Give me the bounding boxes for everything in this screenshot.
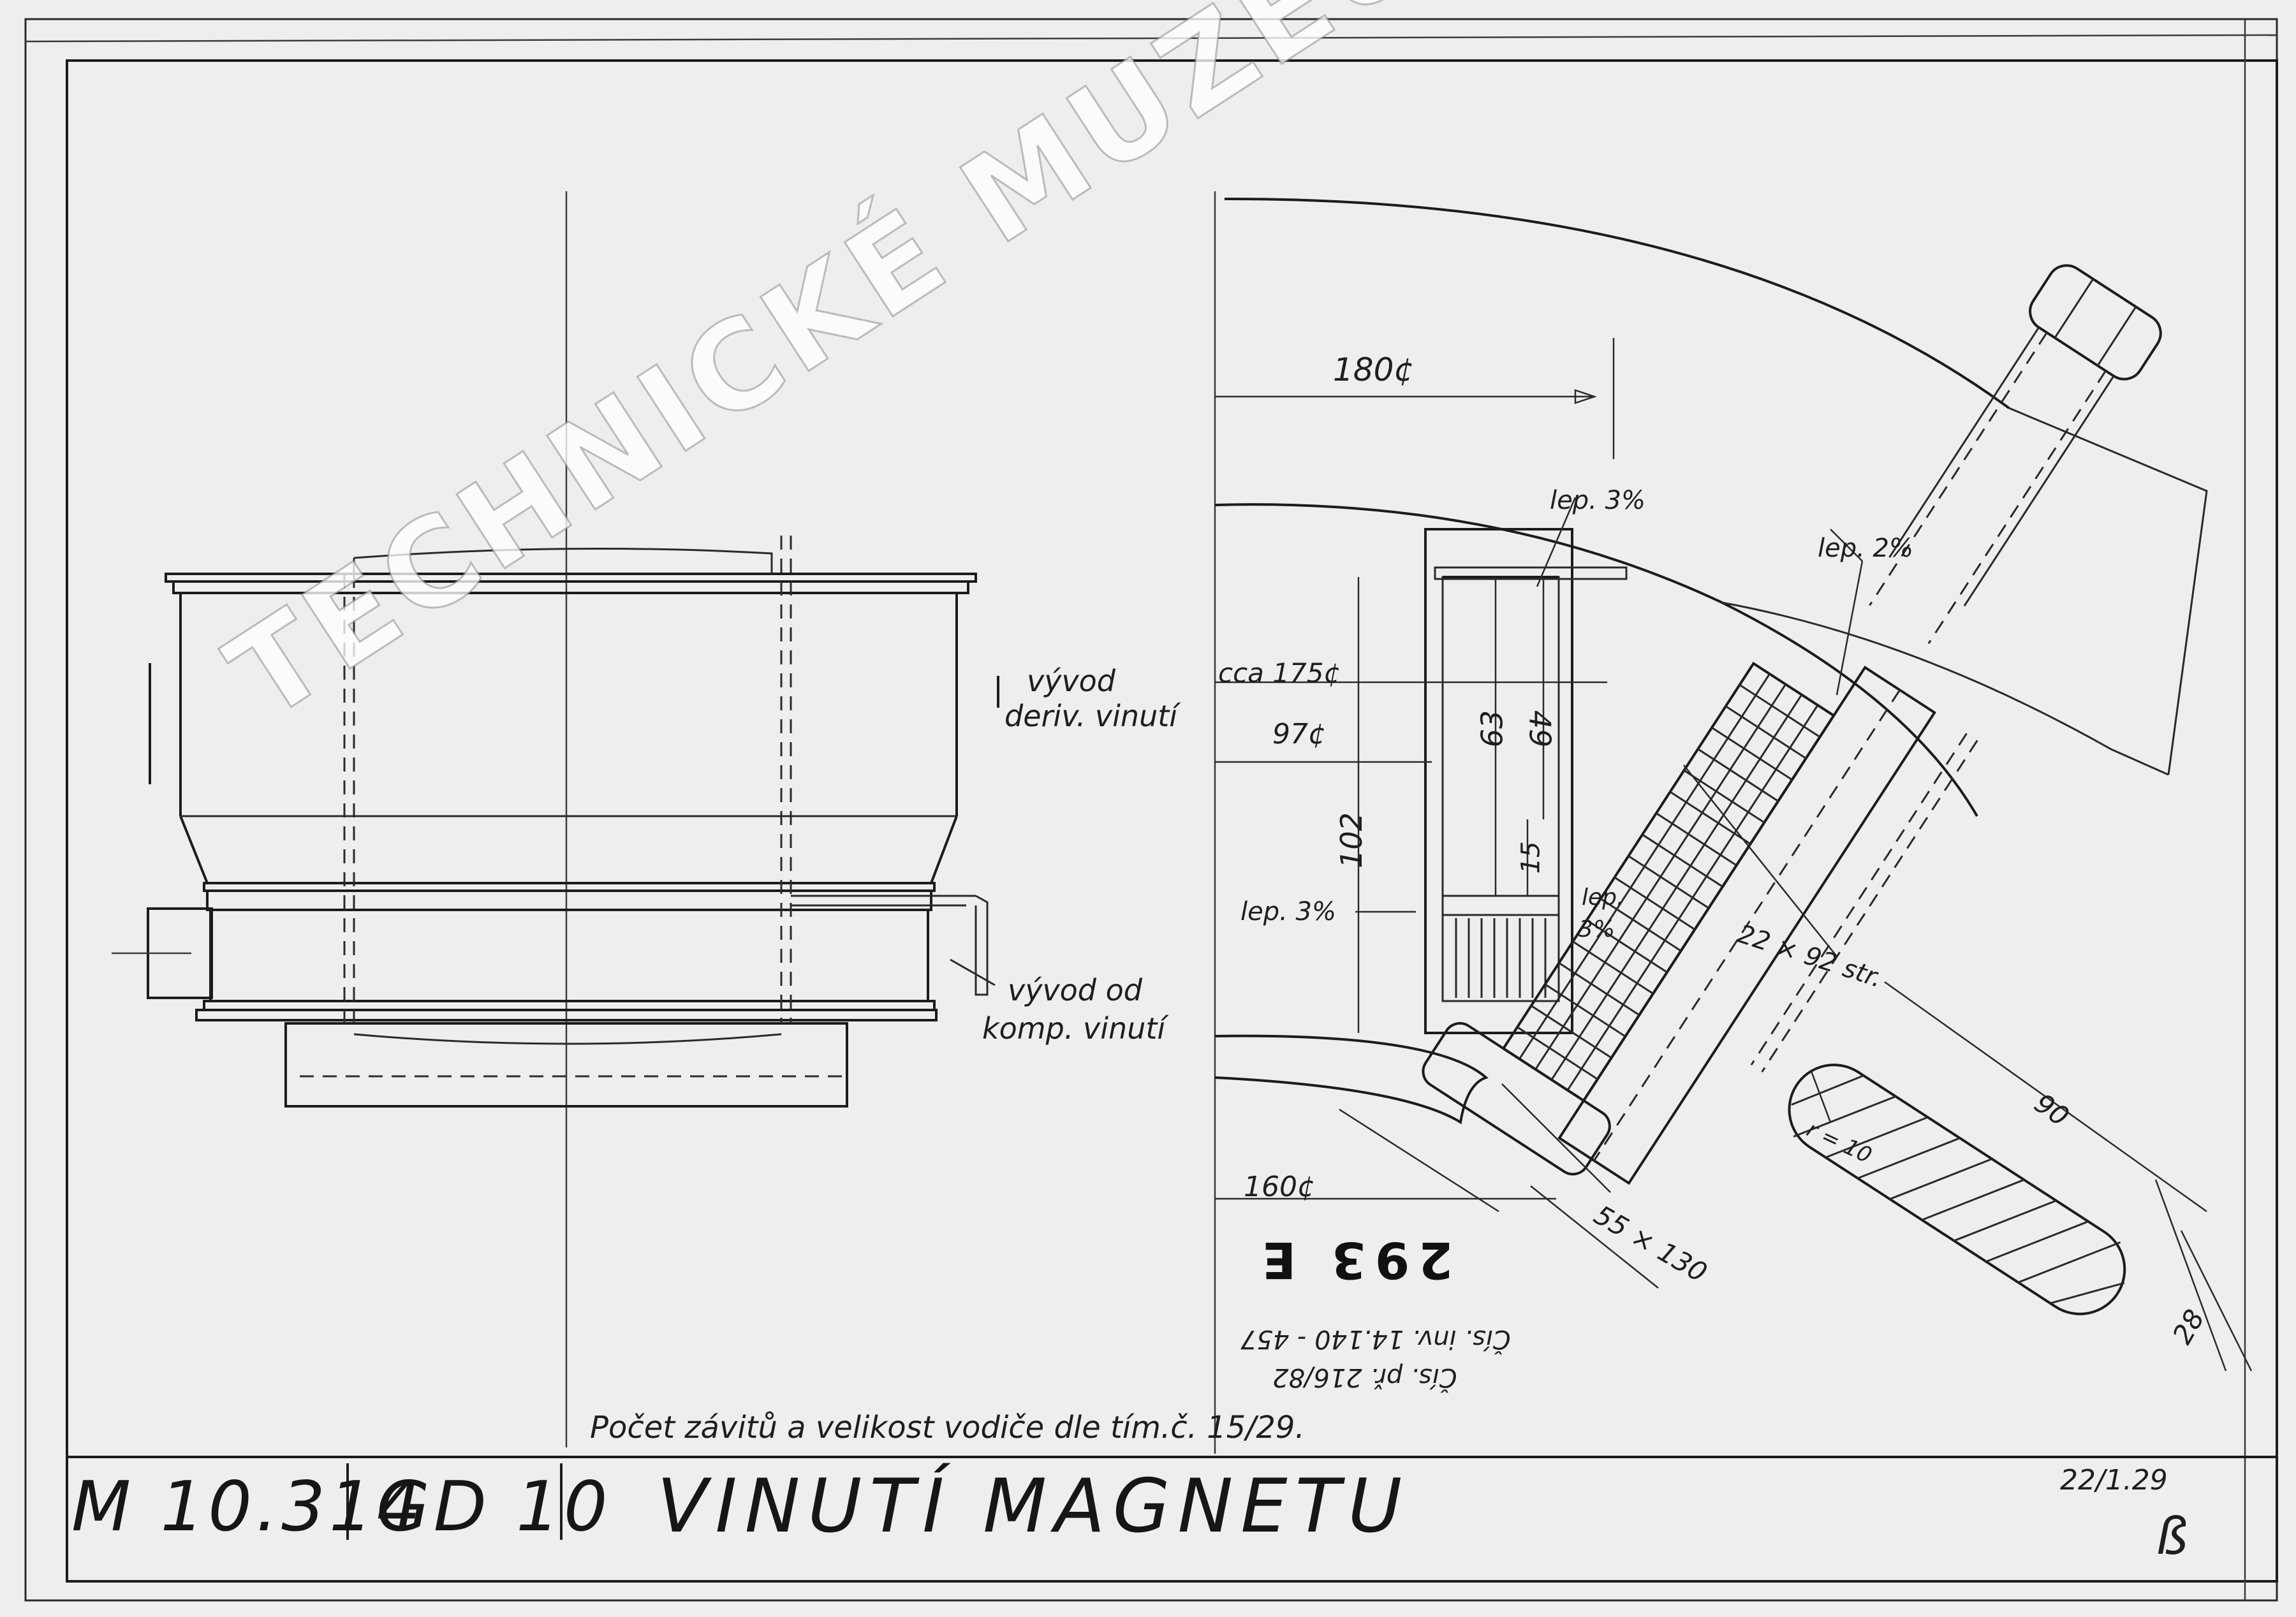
lead-shunt-label-1: vývod bbox=[1027, 664, 1116, 698]
dim-175: cca 175¢ bbox=[1218, 657, 1341, 689]
conductor-rod bbox=[1788, 1064, 2126, 1315]
drawing-number: M 10.314 bbox=[71, 1467, 425, 1547]
dim-160: 160¢ bbox=[1244, 1171, 1315, 1203]
lead-comp-label-2: komp. vinutí bbox=[982, 1011, 1166, 1046]
lep-top-label: lep. 3% bbox=[1550, 486, 1645, 515]
lead-comp-label-1: vývod od bbox=[1008, 973, 1142, 1007]
lep-bottom-label-2: 3% bbox=[1578, 916, 1615, 942]
dim-15: 15 bbox=[1516, 841, 1546, 874]
drawing-title: VINUTÍ MAGNETU bbox=[657, 1463, 1410, 1549]
signature-mark: ß bbox=[2156, 1507, 2188, 1566]
register-number: Čís. př. 216/82 bbox=[1272, 1363, 1457, 1392]
drawing-type: GD 10 bbox=[376, 1467, 612, 1547]
dim-49: 49 bbox=[1522, 710, 1557, 748]
winding-note: Počet závitů a velikost vodiče dle tím.č… bbox=[590, 1410, 1305, 1445]
dim-97: 97¢ bbox=[1272, 718, 1326, 750]
lep-bottom-label-1: lep. bbox=[1582, 884, 1624, 911]
signature-date: 22/1.29 bbox=[2060, 1464, 2168, 1496]
lead-shunt-label-2: deriv. vinutí bbox=[1004, 699, 1178, 733]
bolt bbox=[1869, 264, 2162, 645]
lep-left-label: lep. 3% bbox=[1240, 897, 1336, 926]
dim-102: 102 bbox=[1334, 812, 1369, 868]
outer-border bbox=[24, 18, 2278, 1602]
dim-180: 180¢ bbox=[1333, 351, 1415, 388]
dim-63: 63 bbox=[1475, 710, 1510, 748]
inclined-coil bbox=[1422, 661, 1978, 1185]
inventory-number: Čís. inv. 14.140 - 457 bbox=[1240, 1324, 1511, 1354]
dimension-lines bbox=[1215, 338, 2253, 1372]
stamp-number: 293 E bbox=[1253, 1231, 1453, 1288]
yoke-arc bbox=[1224, 197, 2010, 409]
inner-border bbox=[66, 59, 2278, 1583]
lep-side-label: lep. 2% bbox=[1818, 534, 1913, 563]
